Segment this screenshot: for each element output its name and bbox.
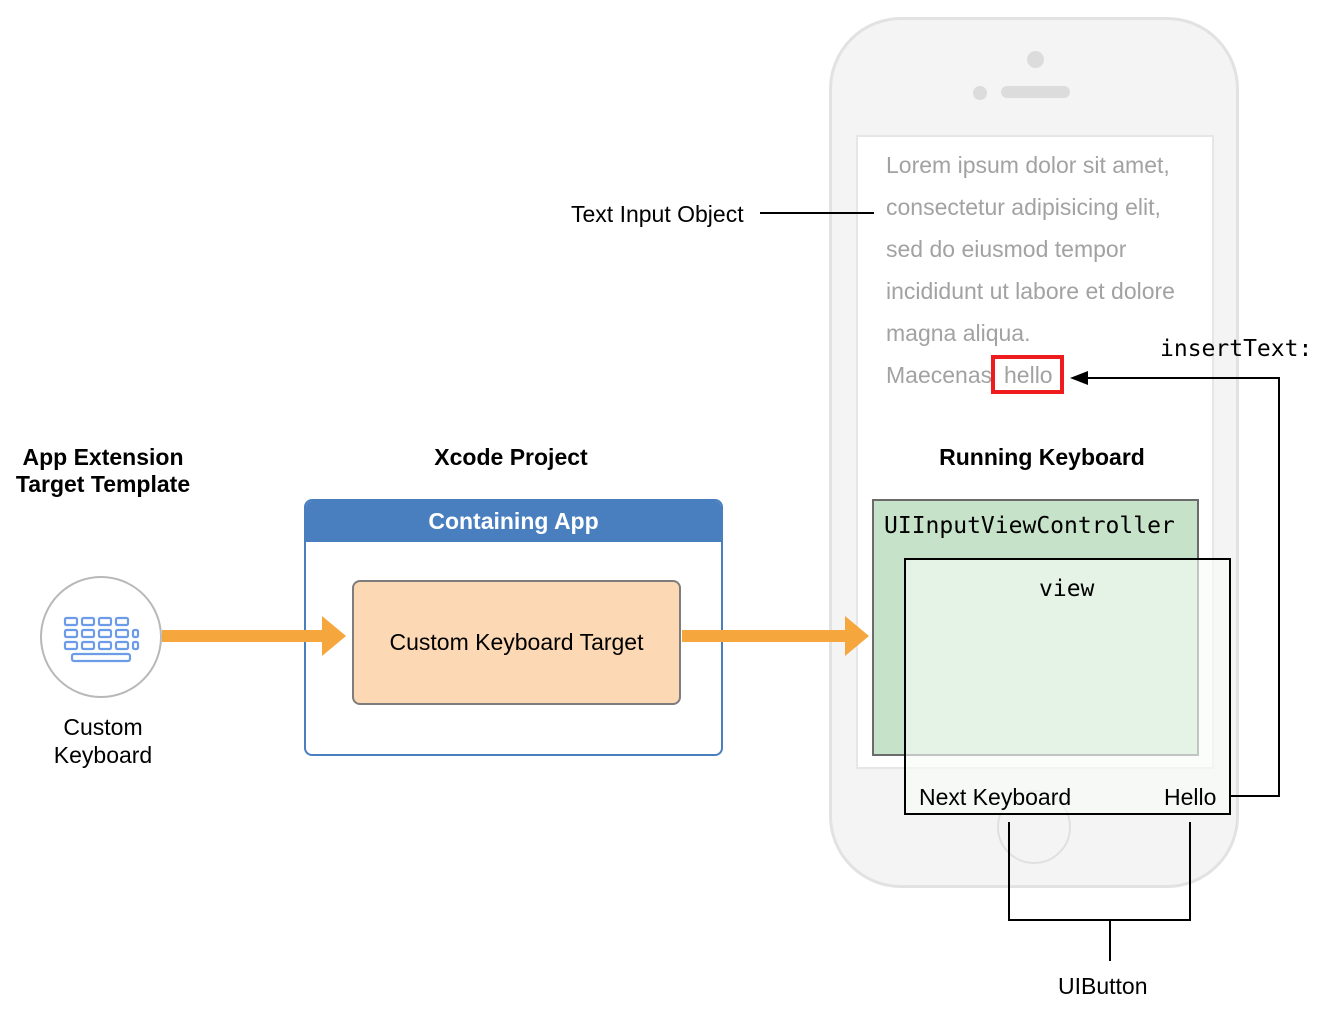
- insert-text-connector: [1086, 377, 1280, 797]
- input-view-controller-label: UIInputViewController: [884, 513, 1175, 539]
- keyboard-icon: [63, 616, 140, 663]
- phone-camera: [1027, 51, 1044, 68]
- hello-button: Hello: [1164, 784, 1217, 810]
- flow-arrow-project-to-keyboard: [682, 616, 869, 656]
- template-column-title: App Extension Target Template: [15, 444, 191, 497]
- lorem-line-4: incididunt ut labore et dolore: [886, 278, 1175, 304]
- inserted-text-highlight: [991, 355, 1064, 394]
- uibutton-label: UIButton: [1058, 973, 1148, 999]
- next-keyboard-button: Next Keyboard: [919, 784, 1072, 810]
- lorem-line-5: magna aliqua.: [886, 320, 1031, 346]
- containing-app-header: Containing App: [306, 501, 721, 542]
- custom-keyboard-template: [40, 576, 162, 698]
- running-keyboard-title: Running Keyboard: [939, 444, 1145, 470]
- phone-sensor: [973, 86, 987, 100]
- lorem-line-3: sed do eiusmod tempor: [886, 236, 1127, 262]
- lorem-line-1: Lorem ipsum dolor sit amet,: [886, 152, 1170, 178]
- custom-keyboard-target-box: Custom Keyboard Target: [352, 580, 681, 705]
- custom-keyboard-label: Custom Keyboard: [53, 714, 153, 768]
- phone-speaker: [1001, 86, 1070, 98]
- keyboard-view-box: [904, 558, 1231, 815]
- flow-arrow-template-to-project: [162, 616, 346, 656]
- uibutton-bracket: [1008, 822, 1191, 921]
- text-input-object-label: Text Input Object: [571, 201, 744, 227]
- lorem-line-6-prefix: Maecenas: [886, 362, 993, 388]
- insert-text-arrowhead: [1070, 371, 1088, 385]
- insert-text-label: insertText:: [1160, 336, 1313, 362]
- inserted-word: hello: [1004, 362, 1053, 388]
- lorem-line-2: consectetur adipisicing elit,: [886, 194, 1161, 220]
- xcode-project-title: Xcode Project: [434, 444, 588, 470]
- custom-keyboard-target-label: Custom Keyboard Target: [389, 629, 644, 655]
- keyboard-view-label: view: [1039, 576, 1095, 602]
